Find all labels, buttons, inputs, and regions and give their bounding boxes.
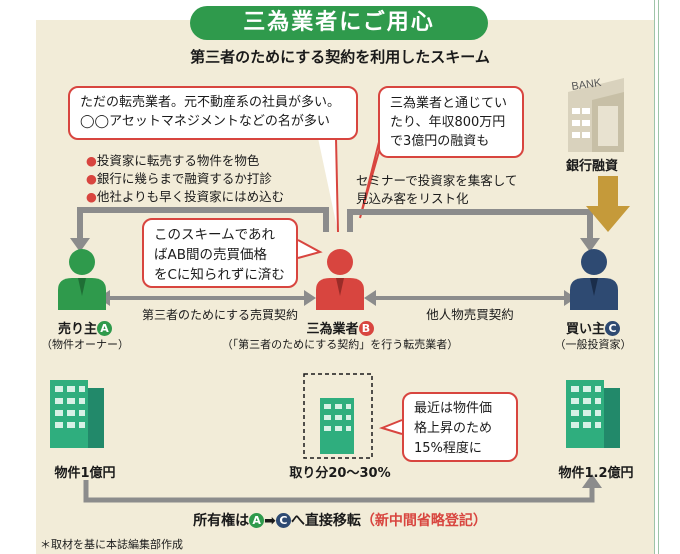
list-item: ●他社よりも早く投資家にはめ込む [86, 189, 285, 204]
buyer-building-icon [566, 380, 620, 448]
seller-building-icon [50, 380, 104, 448]
seller-sublabel: （物件オーナー） [41, 338, 129, 351]
bank-collusion-bubble: 三為業者と通じてい たり、年収800万円 で3億円の融資も [378, 86, 524, 158]
bank-building-icon [568, 78, 624, 152]
ownership-arrow [83, 480, 595, 503]
buyer-sublabel: （一般投資家） [554, 338, 632, 351]
title-banner: 三為業者にご用心 [190, 6, 488, 40]
seller-person-icon [58, 249, 106, 310]
list-item: ●銀行に幾らまで融資するか打診 [86, 171, 272, 186]
contract-bc-label: 他人物売買契約 [426, 307, 514, 322]
footnote: ＊取材を基に本誌編集部作成 [40, 538, 183, 551]
broker-description-bubble: ただの転売業者。元不動産系の社員が多い。 ◯◯アセットマネジメントなどの名が多い [68, 86, 358, 140]
broker-share-building-icon [303, 373, 373, 459]
contract-ab-label: 第三者のためにする売買契約 [141, 308, 299, 322]
page-margin-rule [654, 0, 680, 554]
bubble-bank-tail [359, 137, 381, 219]
bank-sign: BANK [571, 77, 603, 93]
seminar-note: セミナーで投資家を集客して 見込み客をリスト化 [356, 173, 518, 206]
buyer-property-price: 物件1.2億円 [558, 466, 634, 481]
arrow-broker-to-buyer [347, 209, 593, 240]
price-share-bubble: 最近は物件価 格上昇のため 15%程度に [402, 392, 518, 462]
broker-actions-list: ●投資家に転売する物件を物色 ●銀行に幾らまで融資するか打診 ●他社よりも早く投… [86, 152, 284, 206]
scheme-benefit-bubble: このスキームであれ ばAB間の売買価格 をCに知られずに済む [142, 218, 298, 288]
subtitle: 第三者のためにする契約を利用したスキーム [190, 48, 490, 66]
bubble-price-tail [378, 419, 403, 435]
bank-loan-label: 銀行融資 [566, 159, 619, 174]
seller-property-price: 物件1億円 [54, 466, 116, 481]
broker-share-label: 取り分20〜30% [289, 466, 391, 481]
broker-sublabel: （「第三者のためにする契約」を行う転売業者） [221, 338, 459, 351]
list-item: ●投資家に転売する物件を物色 [86, 153, 260, 168]
bank-loan-arrow [586, 176, 630, 232]
buyer-person-icon [570, 249, 618, 310]
bubble-scheme-tail [297, 239, 323, 259]
arrow-broker-to-seller [77, 207, 329, 240]
broker-person-icon [316, 249, 364, 310]
